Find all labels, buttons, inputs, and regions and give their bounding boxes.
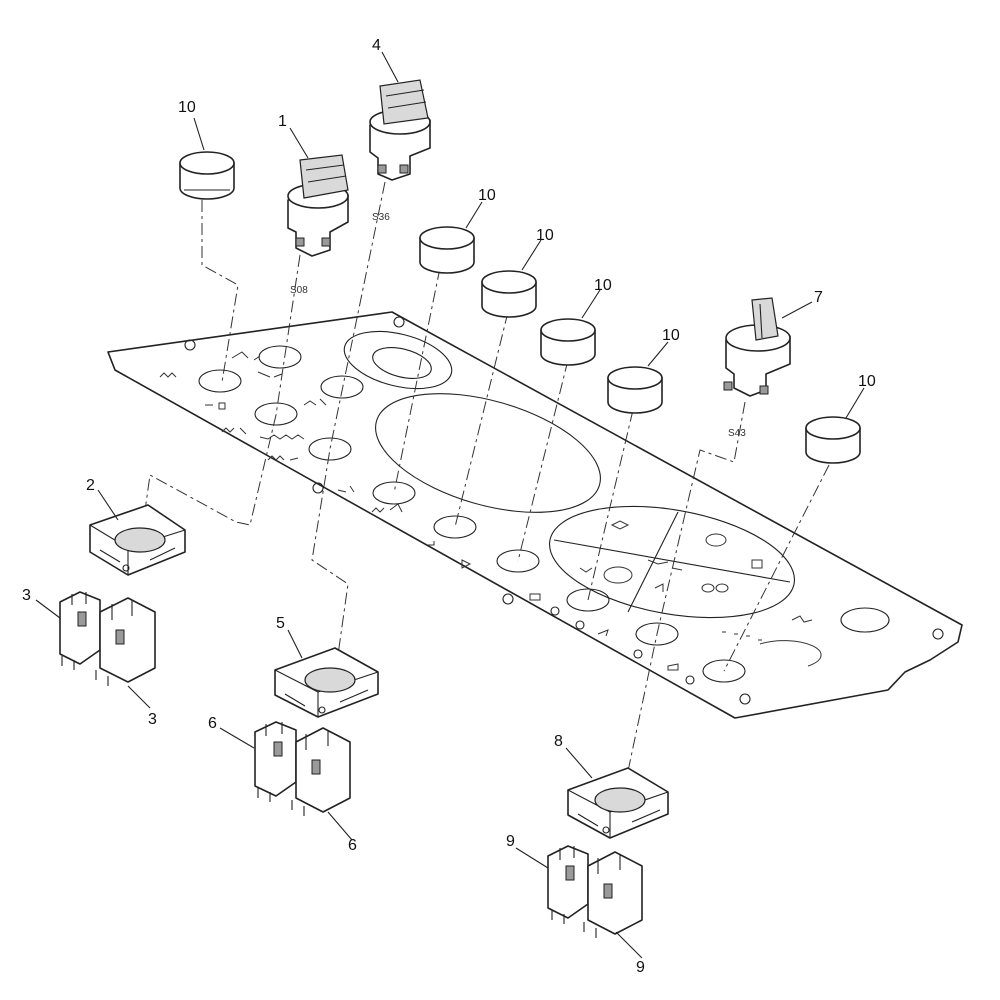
control-panel-plate [107, 311, 963, 719]
mounting-adapter-2 [89, 504, 186, 576]
callout-3a: 3 [22, 587, 31, 604]
callout-10f: 10 [858, 373, 876, 390]
callout-10c: 10 [536, 227, 554, 244]
panel-holes [198, 345, 890, 683]
callout-8: 8 [554, 733, 563, 750]
panel-symbols [159, 351, 822, 671]
callout-6b: 6 [348, 837, 357, 854]
code-s43: S43 [728, 428, 746, 439]
blanking-cap-10e [607, 366, 663, 414]
blanking-cap-10d [540, 318, 596, 366]
code-s08: S08 [290, 285, 308, 296]
selector-switch-1 [287, 154, 349, 257]
code-s36: S36 [372, 212, 390, 223]
callout-3b: 3 [148, 711, 157, 728]
callout-2: 2 [86, 477, 95, 494]
contact-blocks-9 [547, 845, 643, 938]
leader-lines [35, 51, 865, 959]
switch-codes: S08 S36 S43 [290, 212, 746, 439]
selector-switch-4 [369, 79, 431, 181]
blanking-cap-10c [481, 270, 537, 318]
callout-9a: 9 [506, 833, 515, 850]
callout-5: 5 [276, 615, 285, 632]
blanking-cap-10a [179, 151, 235, 200]
callout-6a: 6 [208, 715, 217, 732]
blanking-cap-10b [419, 226, 475, 274]
callout-1: 1 [278, 113, 287, 130]
blanking-cap-10f [805, 416, 861, 464]
callout-10b: 10 [478, 187, 496, 204]
callout-4: 4 [372, 37, 381, 54]
callout-10e: 10 [662, 327, 680, 344]
callout-numbers: 10 1 4 10 10 10 10 7 10 2 3 3 5 6 6 8 9 … [22, 37, 876, 976]
callout-9b: 9 [636, 959, 645, 976]
callout-7: 7 [814, 289, 823, 306]
mounting-adapter-8 [567, 767, 669, 839]
callout-10d: 10 [594, 277, 612, 294]
mounting-holes [184, 316, 944, 705]
contact-blocks-6 [254, 721, 351, 816]
mounting-adapter-5 [274, 647, 379, 718]
selector-switch-7 [723, 297, 791, 397]
contact-blocks-3 [59, 591, 156, 686]
assembly-lines [141, 181, 830, 791]
callout-10a: 10 [178, 99, 196, 116]
